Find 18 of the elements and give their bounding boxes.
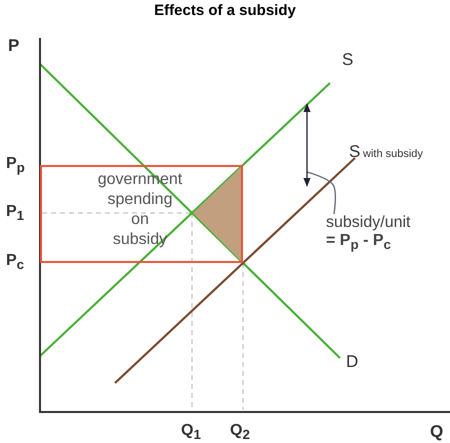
formula-text: = P$_{p}$ - P$_{c}$: [326, 232, 392, 252]
tick-label: P$_{p}$: [6, 155, 25, 176]
curve-label: with subsidy: [363, 148, 423, 160]
tick-label: P$_{1}$: [6, 203, 24, 224]
curve-label: S: [349, 142, 360, 162]
tick-label: Q$_{1}$: [181, 422, 201, 442]
spending-rectangle: [40, 165, 243, 263]
leader-line: [306, 171, 336, 214]
chart-title: Effects of a subsidy: [153, 2, 297, 19]
double-headed-arrow: [303, 103, 311, 187]
axis-label: P: [8, 36, 20, 56]
curve-label: S: [342, 50, 354, 70]
tick-label: Q$_{2}$: [230, 422, 250, 442]
axis-label: Q: [430, 422, 444, 442]
shaded-triangle: [192, 166, 240, 260]
tick-label: P$_{c}$: [6, 252, 24, 272]
annotation-text: subsidy/unit: [326, 214, 412, 232]
curve-label: D: [346, 352, 358, 372]
